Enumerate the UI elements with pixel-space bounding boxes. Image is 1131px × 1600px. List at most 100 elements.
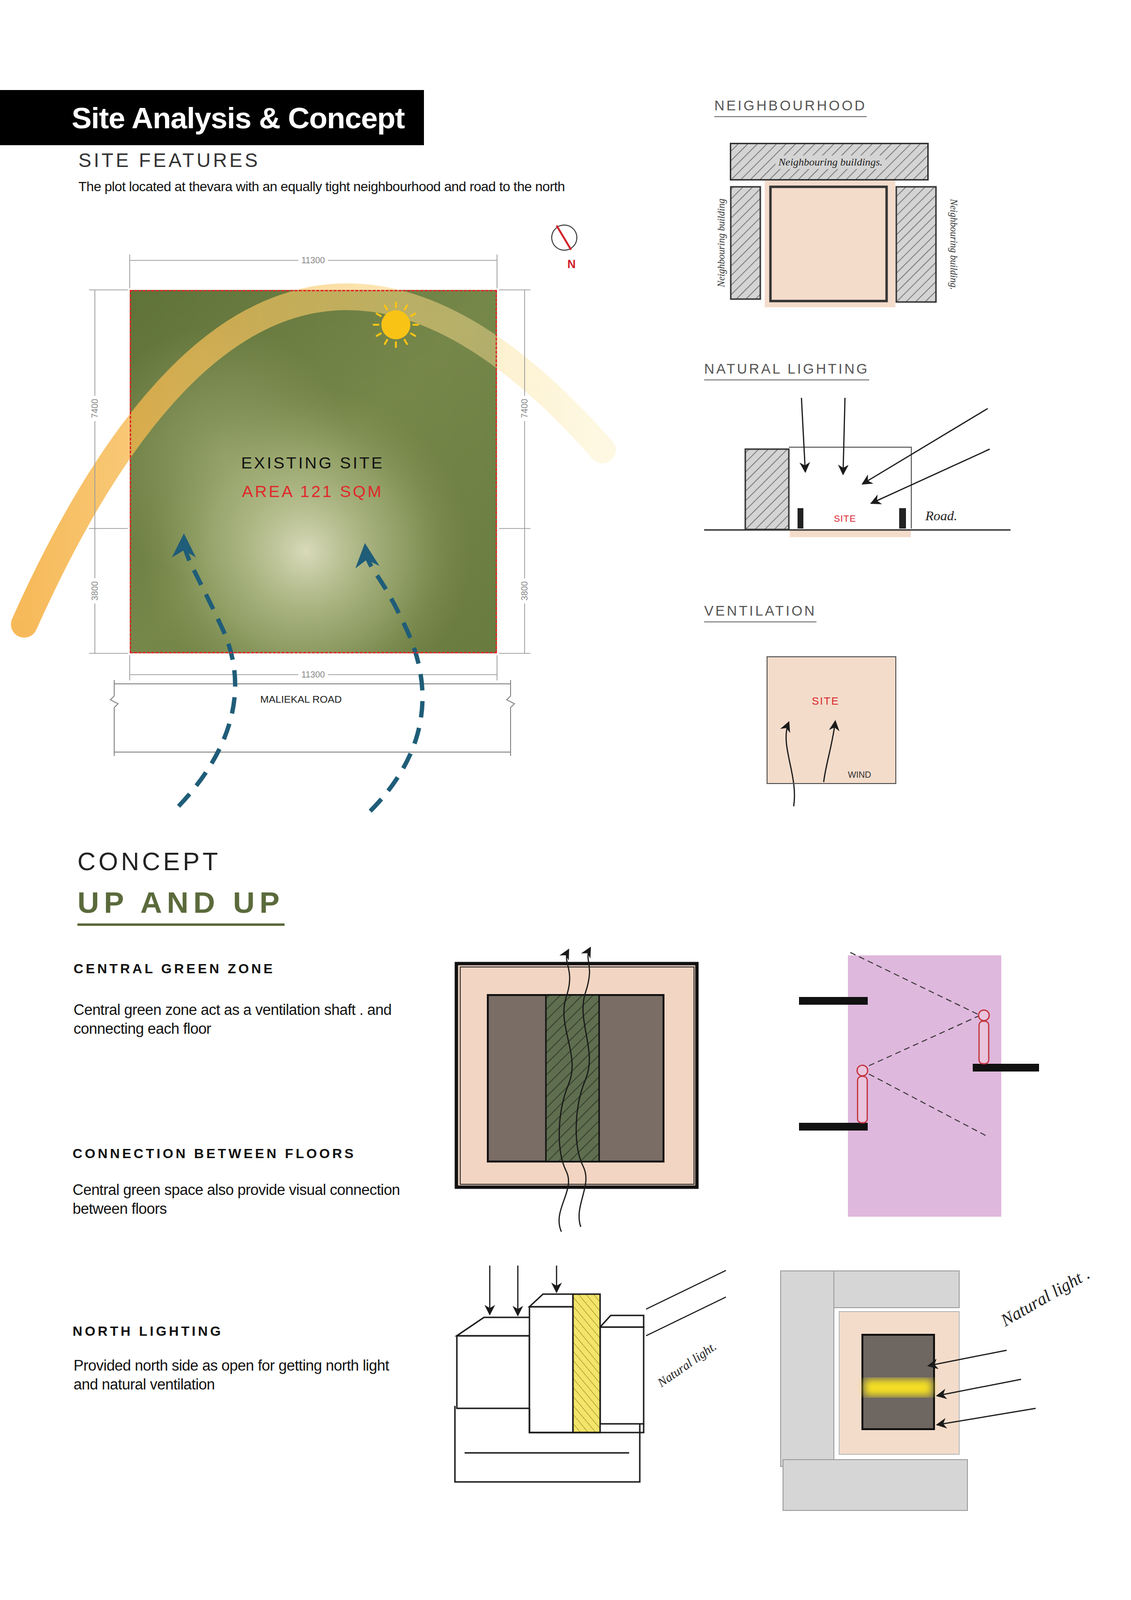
light-arrow — [936, 1408, 1036, 1425]
title-bar: Site Analysis & Concept — [0, 90, 424, 146]
site-area: AREA 121 SQM — [241, 481, 384, 502]
neighbour-building — [896, 186, 936, 302]
sketch-note: Natural light. — [654, 1338, 721, 1391]
dimension-line — [129, 655, 498, 681]
neighbour-block — [783, 1459, 968, 1511]
concept-name: UP AND UP — [77, 883, 285, 926]
site-plot — [839, 1311, 960, 1455]
concept-heading: NORTH LIGHTING — [72, 1322, 224, 1340]
neighbour-building — [730, 186, 761, 300]
person-figure — [857, 1076, 868, 1123]
neighbour-building — [745, 449, 789, 530]
wind-line — [823, 721, 836, 783]
wind-tag: WIND — [847, 769, 872, 781]
neighbour-building: Neighbouring buildings. — [729, 142, 929, 181]
massing-base — [464, 1452, 630, 1454]
site-ground-light — [129, 289, 498, 654]
wind-arrow — [178, 538, 236, 807]
road-edge — [114, 683, 511, 753]
section-heading: SITE FEATURES — [78, 148, 260, 173]
floor-slab — [972, 1063, 1040, 1072]
site-tag: SITE — [833, 512, 857, 525]
site-ground — [129, 289, 498, 654]
massing-block — [529, 1294, 574, 1307]
massing-block — [456, 1335, 530, 1409]
concept-text: Provided north side as open for getting … — [73, 1356, 413, 1395]
site-plot: SITE WIND — [766, 656, 897, 785]
north-needle — [556, 225, 572, 250]
dimension-text: 3800 — [89, 578, 101, 604]
break-mark — [110, 679, 119, 756]
dimension-text: 7400 — [519, 395, 531, 422]
dimension-text: 7400 — [89, 395, 101, 422]
air-flow — [558, 949, 573, 1232]
site-plot — [766, 656, 897, 785]
sketch-note: Neighbouring building — [715, 198, 728, 288]
light-shaft — [573, 1294, 601, 1433]
dimension-text: 11300 — [298, 255, 329, 267]
sight-line — [860, 1015, 981, 1070]
sketch-note: Road. — [925, 507, 958, 525]
light-arrow — [843, 397, 845, 475]
plan-sketch — [456, 963, 697, 1188]
sight-line — [860, 1069, 988, 1137]
site-title: EXISTING SITE — [241, 452, 385, 474]
person-figure — [979, 1021, 989, 1064]
site-outline — [770, 186, 887, 302]
light-arrow — [556, 1265, 558, 1293]
site-plot — [764, 180, 896, 308]
void-section — [847, 955, 1002, 1217]
light-arrow — [936, 1379, 1022, 1396]
light-glow — [864, 1379, 933, 1396]
plan-sketch-line — [460, 966, 694, 1185]
site-boundary: EXISTING SITE AREA 121 SQM — [129, 289, 498, 654]
neighbour-block — [780, 1270, 834, 1467]
light-arrow — [928, 1350, 1007, 1366]
sun-path — [24, 296, 603, 625]
person-figure — [978, 1010, 990, 1021]
site-tag: SITE — [812, 694, 840, 709]
sketch-note: Neighbouring buildings. — [775, 155, 886, 169]
dimension-text: 3800 — [519, 578, 531, 604]
section-heading: VENTILATION — [704, 602, 817, 623]
neighbour-hatch — [729, 142, 929, 181]
neighbour-block — [833, 1270, 960, 1308]
built-block — [487, 995, 664, 1162]
massing-block — [600, 1327, 644, 1424]
person-figure — [857, 1065, 868, 1076]
concept-heading: CONNECTION BETWEEN FLOORS — [72, 1145, 356, 1162]
sight-line — [850, 952, 981, 1016]
sun-symbol — [381, 310, 411, 340]
north-compass — [551, 225, 577, 251]
light-arrow — [862, 408, 988, 484]
ground-line — [704, 529, 1011, 531]
light-arrow — [517, 1265, 519, 1316]
dimension-line — [129, 254, 498, 289]
built-block — [862, 1334, 935, 1430]
light-arrow — [489, 1265, 491, 1315]
air-flow — [576, 947, 591, 1227]
light-arrow — [871, 449, 990, 504]
section-heading: NEIGHBOURHOOD — [714, 96, 867, 118]
north-label: N — [567, 256, 576, 272]
section-heading: CONCEPT — [77, 845, 221, 878]
sun-rays — [373, 302, 419, 347]
site-description: The plot located at thevara with an equa… — [78, 178, 718, 196]
section-heading: NATURAL LIGHTING — [704, 360, 870, 381]
green-zone — [545, 995, 600, 1162]
wall-post — [899, 508, 906, 529]
concept-text: Central green zone act as a ventilation … — [73, 1000, 413, 1039]
concept-text: Central green space also provide visual … — [72, 1180, 412, 1219]
massing-block — [600, 1315, 644, 1328]
sketch-note: Natural light . — [996, 1262, 1094, 1331]
massing-step — [529, 1408, 644, 1433]
concept-heading: CENTRAL GREEN ZONE — [73, 960, 275, 978]
floor-slab — [799, 996, 868, 1005]
site-section — [788, 447, 912, 529]
break-mark — [506, 679, 515, 756]
site-strip — [789, 530, 911, 538]
road-name: MALIEKAL ROAD — [260, 693, 342, 706]
light-ray — [646, 1296, 726, 1336]
wind-arrow — [365, 547, 423, 812]
dimension-line — [89, 289, 128, 654]
